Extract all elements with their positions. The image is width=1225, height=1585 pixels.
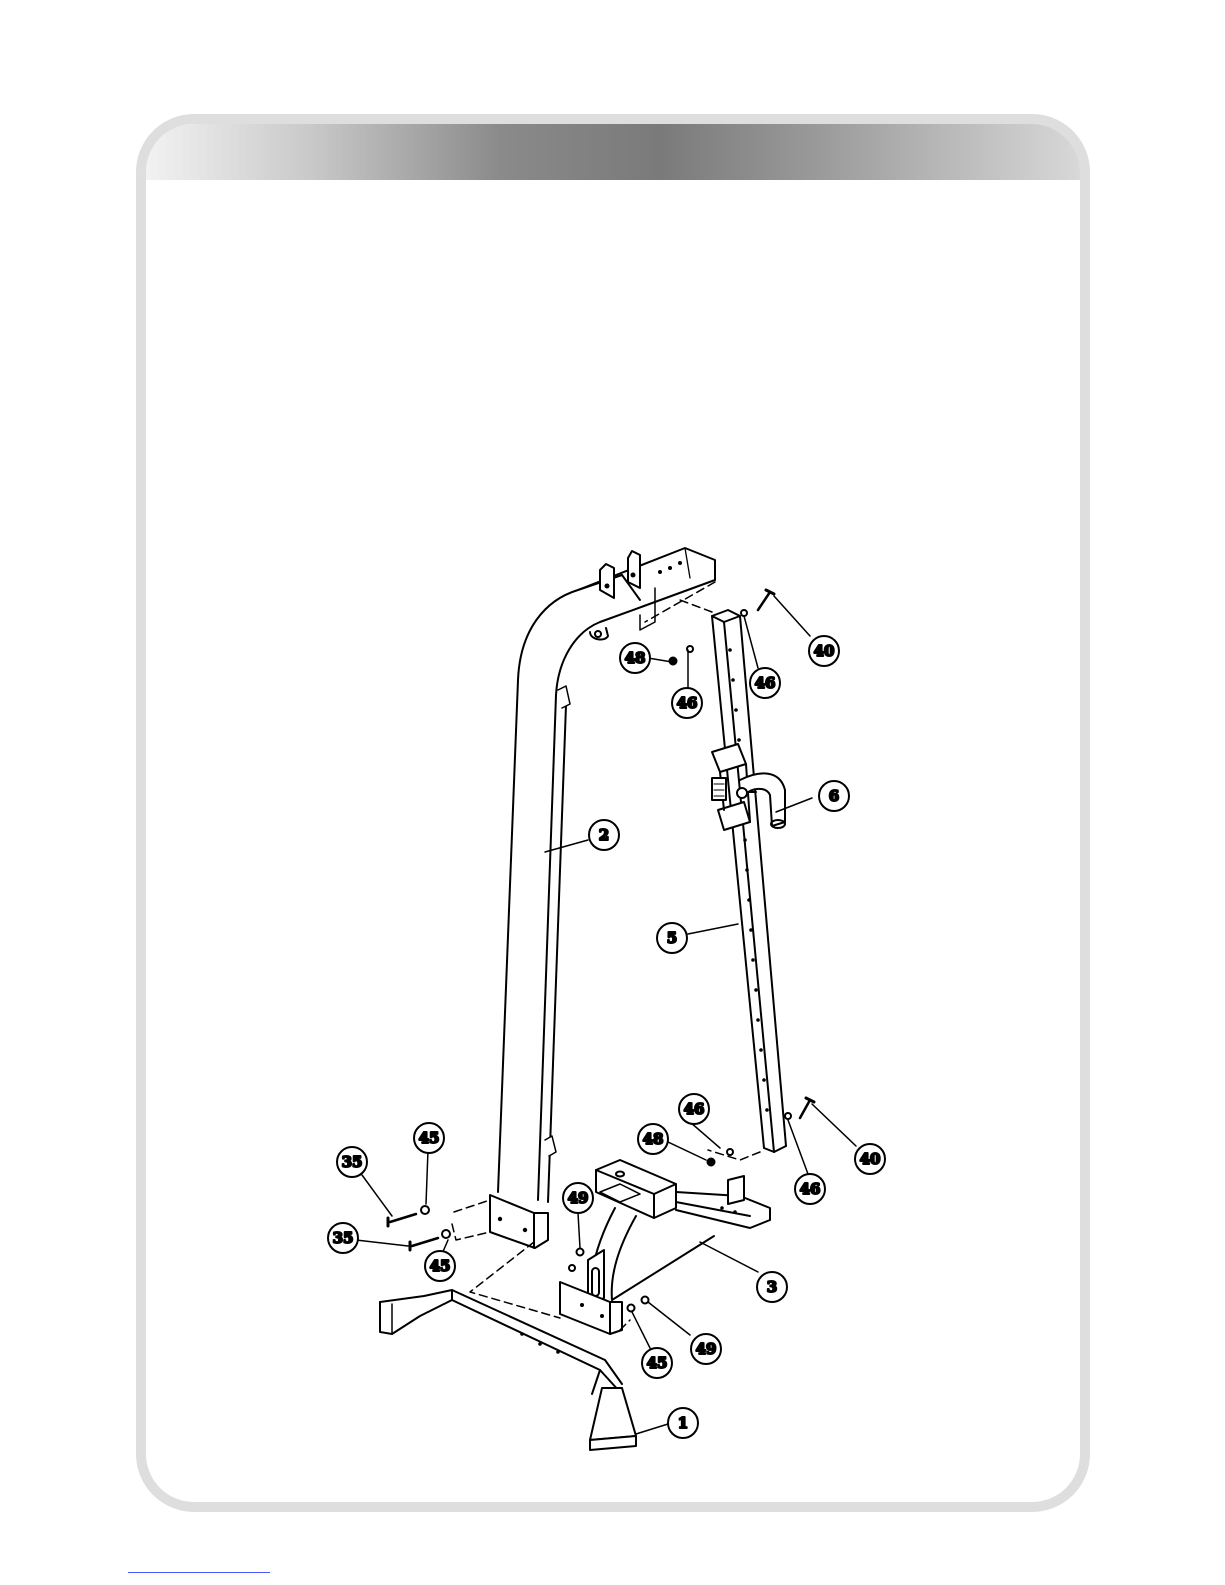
callout-label: 40	[860, 1150, 881, 1168]
callout-label: 49	[696, 1340, 717, 1358]
callout-48: 48	[638, 1124, 668, 1154]
callout-label: 48	[625, 649, 646, 667]
callout-46: 46	[795, 1174, 825, 1204]
callout-label: 35	[333, 1229, 354, 1247]
callout-45: 45	[425, 1251, 455, 1281]
callout-6: 6	[819, 781, 849, 811]
callout-35: 35	[337, 1147, 367, 1177]
callout-45: 45	[414, 1123, 444, 1153]
callout-label: 46	[677, 694, 698, 712]
callout-49: 49	[691, 1334, 721, 1364]
callout-3: 3	[757, 1272, 787, 1302]
callout-label: 3	[767, 1278, 777, 1296]
callout-label: 45	[430, 1257, 451, 1275]
carriage-handle	[712, 744, 785, 830]
callout-46: 46	[679, 1094, 709, 1124]
front-base-assembly	[560, 1160, 770, 1334]
callout-1: 1	[668, 1408, 698, 1438]
callout-label: 49	[568, 1189, 589, 1207]
callout-48: 48	[620, 643, 650, 673]
callout-46: 46	[672, 688, 702, 718]
hardware	[388, 590, 814, 1312]
callout-label: 6	[829, 787, 839, 805]
callout-label: 35	[342, 1153, 363, 1171]
callout-label: 46	[755, 674, 776, 692]
callout-46: 46	[750, 668, 780, 698]
callout-5: 5	[657, 923, 687, 953]
callout-45: 45	[642, 1348, 672, 1378]
callout-35: 35	[328, 1223, 358, 1253]
callout-label: 46	[800, 1180, 821, 1198]
callout-label: 1	[678, 1414, 688, 1432]
callout-label: 2	[599, 826, 609, 844]
callout-label: 40	[814, 642, 835, 660]
callout-label: 48	[643, 1130, 664, 1148]
main-upright-frame	[490, 548, 715, 1248]
footer-rule	[128, 1572, 270, 1573]
callout-2: 2	[589, 820, 619, 850]
callout-label: 45	[419, 1129, 440, 1147]
callout-label: 45	[647, 1354, 668, 1372]
callout-label: 46	[684, 1100, 705, 1118]
callout-40: 40	[809, 636, 839, 666]
callout-label: 5	[667, 929, 677, 947]
callout-40: 40	[855, 1144, 885, 1174]
callout-49: 49	[563, 1183, 593, 1213]
